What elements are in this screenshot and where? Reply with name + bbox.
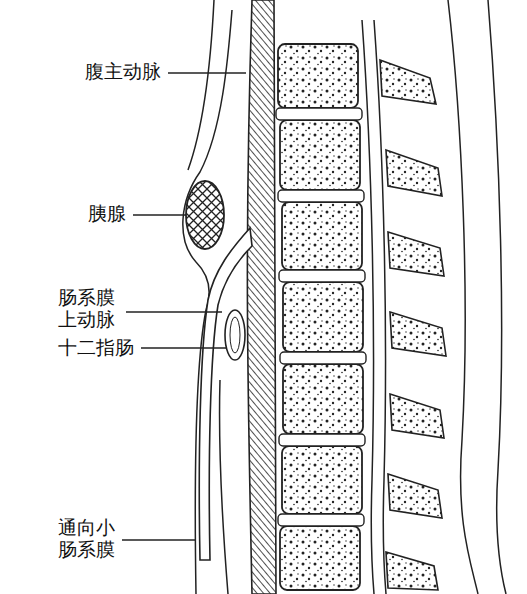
part-label: 肠系膜 上动脉 <box>58 287 124 331</box>
part-label: 胰腺 <box>88 203 126 225</box>
part-label: 通向小 肠系膜 <box>58 517 120 561</box>
part-label: 十二指肠 <box>58 337 134 359</box>
part-label: 腹主动脉 <box>85 61 161 83</box>
